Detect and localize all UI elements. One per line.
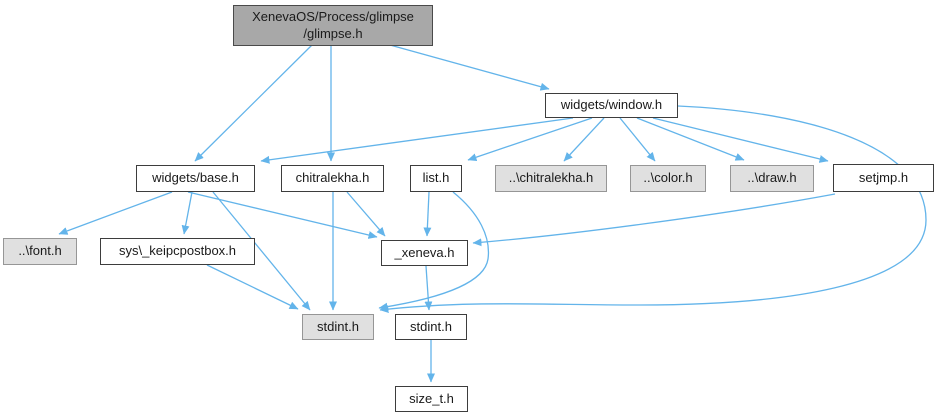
node-sys-keipcpostbox-h[interactable]: sys\_keipcpostbox.h xyxy=(100,238,255,265)
node-parent-draw-h: ..\draw.h xyxy=(730,165,814,192)
edge-chitralekha-to-xeneva xyxy=(346,191,386,237)
edge-list-to-xeneva xyxy=(423,191,432,237)
node-widgets-base-h[interactable]: widgets/base.h xyxy=(136,165,255,192)
edge-base-to-stdint_sys xyxy=(212,191,311,311)
edge-window-to-stdint_sys xyxy=(379,105,927,314)
node-glimpse-h: XenevaOS/Process/glimpse /glimpse.h xyxy=(233,5,433,46)
edge-base-to-xeneva xyxy=(187,191,378,239)
node-parent-chitralekha-h: ..\chitralekha.h xyxy=(495,165,607,192)
edge-window-to-setjmp xyxy=(652,117,829,163)
edge-postbox-to-stdint_sys xyxy=(206,264,299,310)
node-stdint-h-system: stdint.h xyxy=(302,314,374,340)
edge-window-to-base xyxy=(260,117,574,164)
node-setjmp-h[interactable]: setjmp.h xyxy=(833,164,934,192)
edge-glimpse-to-base xyxy=(194,44,313,162)
edge-window-to-chitralekha2 xyxy=(563,117,605,162)
node-size-t-h[interactable]: size_t.h xyxy=(395,386,468,412)
edge-glimpse-to-window xyxy=(389,44,550,91)
node-widgets-window-h[interactable]: widgets/window.h xyxy=(545,93,678,118)
node-parent-color-h: ..\color.h xyxy=(630,165,706,192)
node-parent-font-h: ..\font.h xyxy=(3,238,77,265)
edge-window-to-color xyxy=(619,117,656,162)
node-stdint-h-local[interactable]: stdint.h xyxy=(395,314,467,340)
edge-base-to-postbox xyxy=(181,191,193,235)
node-list-h[interactable]: list.h xyxy=(410,165,462,192)
node-chitralekha-h[interactable]: chitralekha.h xyxy=(281,165,384,192)
edge-setjmp-to-xeneva xyxy=(472,193,836,247)
edge-xeneva-to-stdint_local xyxy=(424,265,433,311)
node-xeneva-h[interactable]: _xeneva.h xyxy=(381,240,468,266)
edge-list-to-stdint_sys xyxy=(378,191,490,311)
edge-window-to-list xyxy=(467,117,593,162)
edge-window-to-draw xyxy=(636,117,745,161)
edge-base-to-font xyxy=(58,191,173,235)
